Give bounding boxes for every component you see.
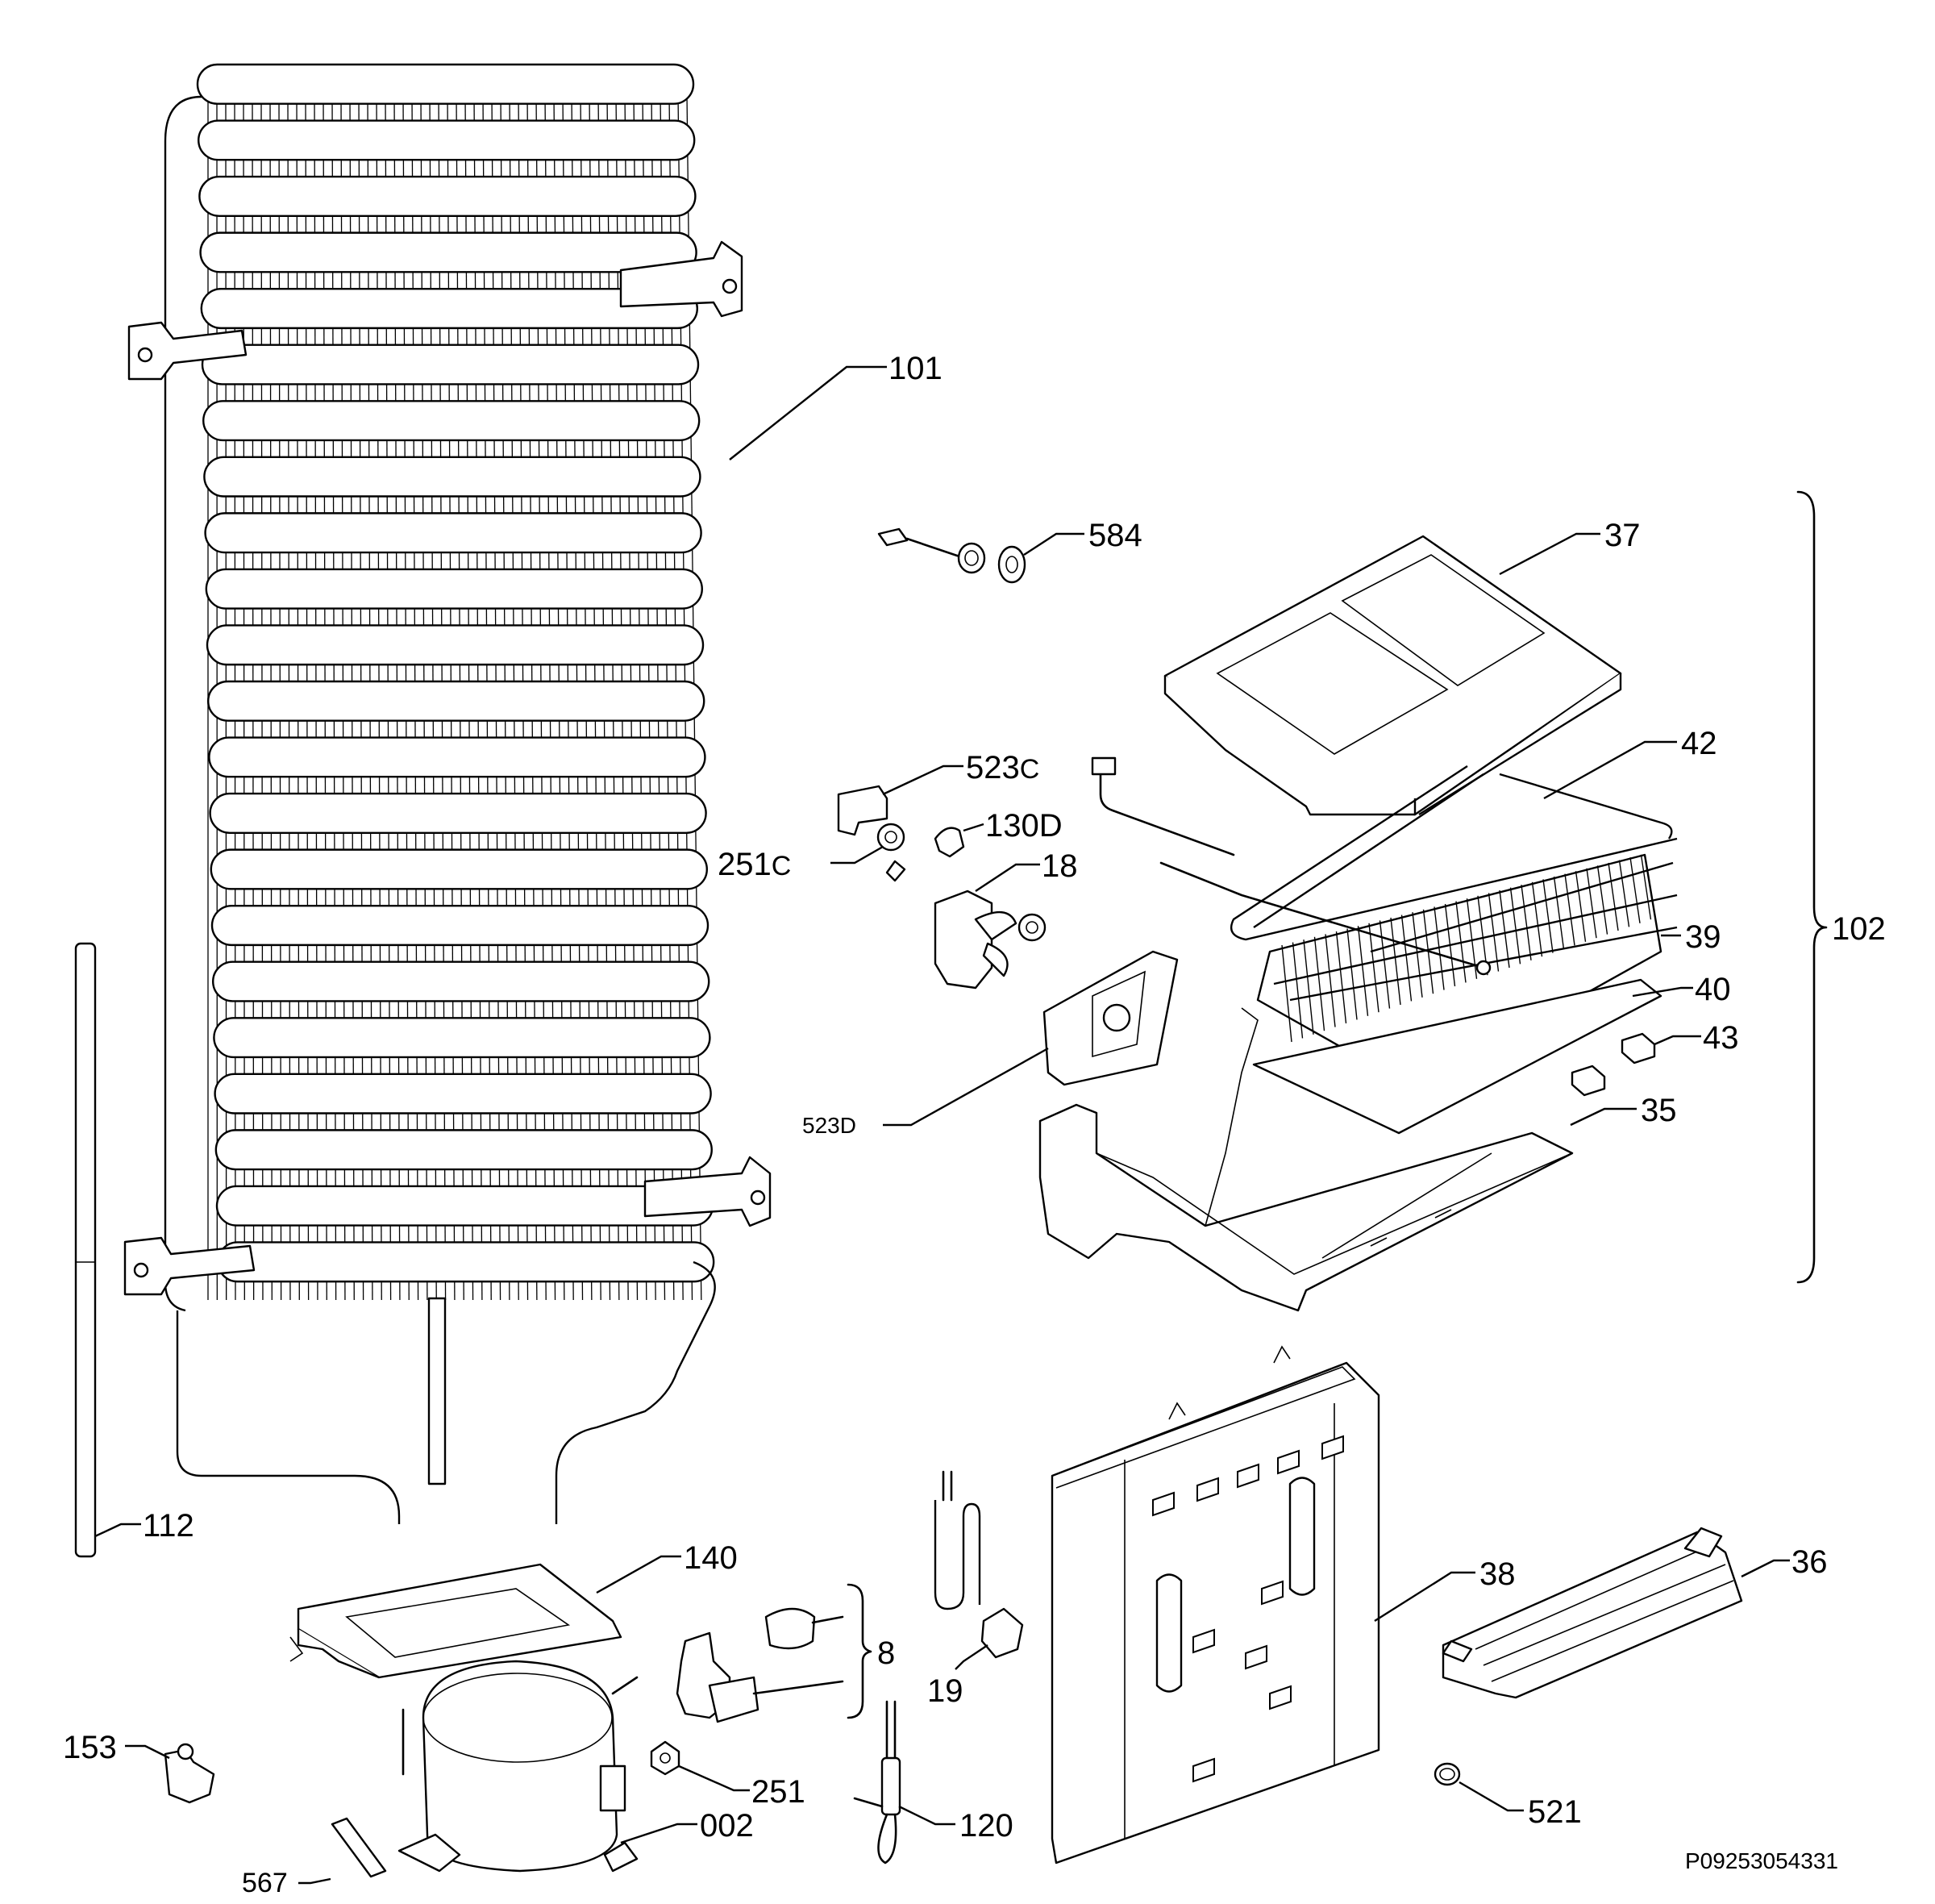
fan-motor-part-18 [935,891,1045,988]
bracket-part-523c [838,786,887,835]
grommet-part-251c [878,824,905,881]
sensor-part-120 [855,1702,900,1863]
evaporator-cover-part-37 [1165,536,1621,815]
callout-102: 102 [1832,911,1886,947]
callout-523c-number: 523 [966,750,1020,785]
callout-521: 521 [1528,1794,1582,1830]
callout-8: 8 [877,1635,895,1671]
clip-part-130d [935,828,963,856]
condenser-tube-loops [198,65,714,1281]
callout-140: 140 [684,1540,738,1576]
drawing-code: P09253054331 [1685,1848,1838,1873]
compressor-tray-part-140 [290,1564,621,1677]
callout-584: 584 [1088,518,1142,553]
callout-40: 40 [1695,972,1731,1007]
callout-523c-suffix: C [1020,754,1040,785]
callout-112: 112 [143,1508,194,1544]
fan-cover-part-523d [1044,952,1177,1085]
condenser-coil-part-101 [125,65,770,1524]
callout-36: 36 [1791,1544,1828,1580]
callout-523c: 523C [966,750,1039,785]
rail-part-36 [1443,1528,1742,1698]
callout-567: 567 [242,1868,288,1898]
callout-130d: 130D [985,808,1063,844]
grommet-part-251 [651,1742,679,1774]
relay-assembly-part-8 [677,1609,843,1722]
callout-35: 35 [1641,1093,1677,1128]
callout-153: 153 [63,1730,117,1765]
callout-120: 120 [959,1808,1013,1844]
callout-39: 39 [1685,919,1721,955]
part-584-connector [879,529,1025,582]
plate-part-567 [332,1819,385,1877]
ring-part-521 [1435,1764,1459,1785]
callout-38: 38 [1479,1556,1516,1592]
compressor-part-002 [399,1661,637,1871]
panel-part-38 [1052,1347,1379,1863]
part-43-clips [1572,1034,1654,1095]
callout-43: 43 [1703,1020,1739,1056]
callout-251: 251 [751,1774,805,1810]
callout-251c-number: 251 [718,847,772,882]
callout-37: 37 [1604,518,1641,553]
callout-251c-suffix: C [772,851,792,881]
callout-42: 42 [1681,726,1717,761]
valve-part-153 [165,1744,214,1802]
callout-101: 101 [888,351,943,386]
callout-523d: 523D [802,1113,856,1138]
callout-19: 19 [927,1673,963,1709]
drain-tube-part-112 [76,944,95,1556]
callout-18: 18 [1042,848,1078,884]
callout-251c: 251C [718,847,791,882]
callout-002: 002 [700,1808,754,1844]
power-cord-part-19 [935,1472,1022,1657]
